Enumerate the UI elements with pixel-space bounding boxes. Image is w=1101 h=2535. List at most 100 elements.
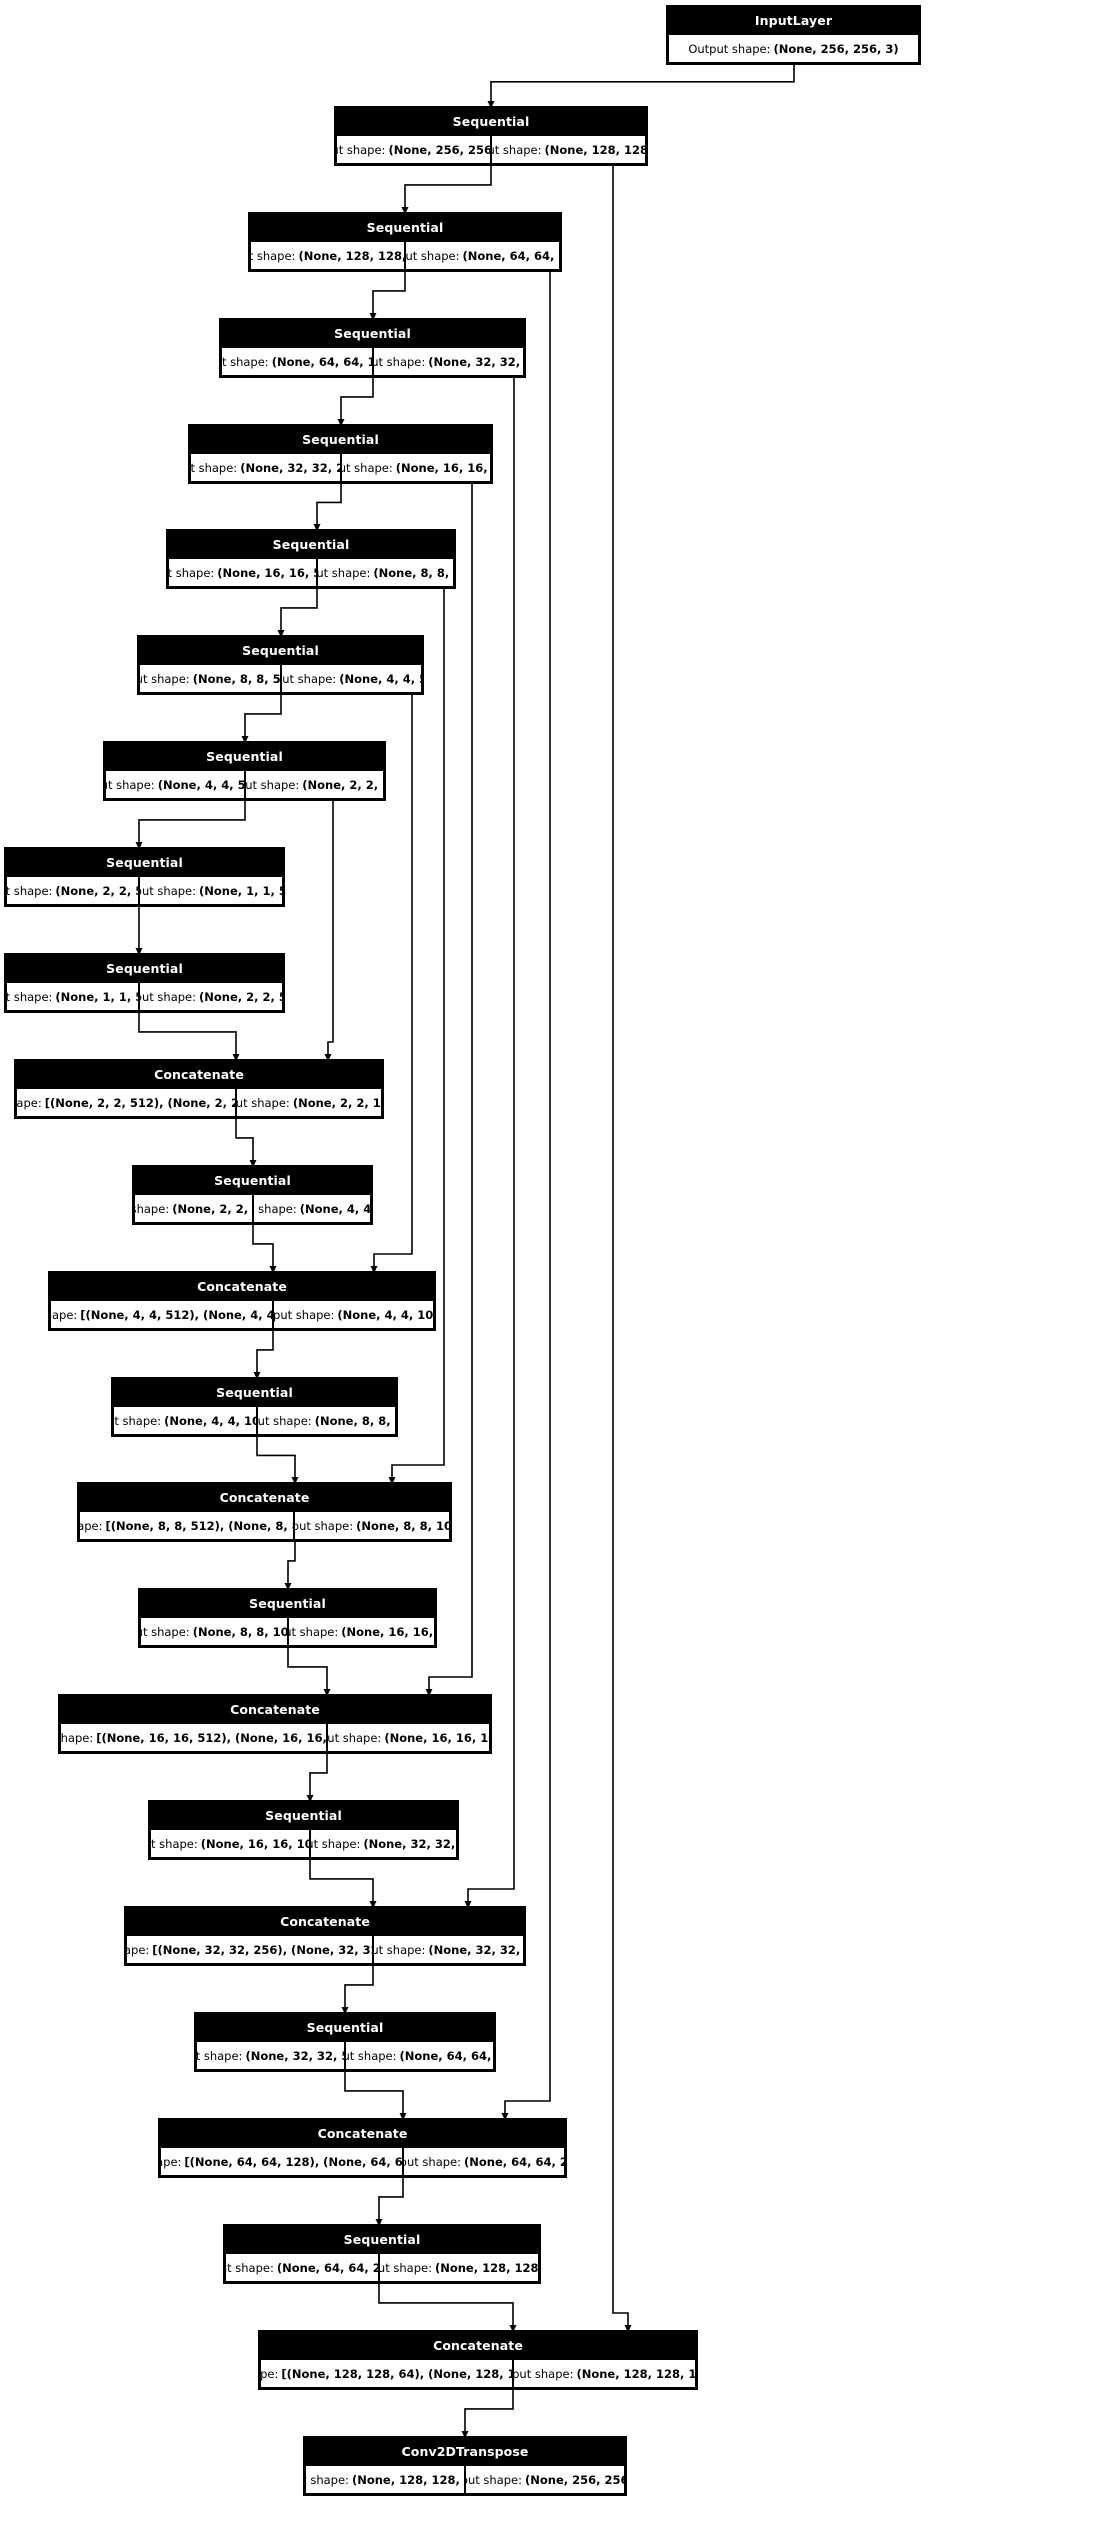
node-conv2dtranspose[interactable]: Conv2DTransposeInput shape:(None, 128, 1…	[303, 2436, 627, 2496]
input-shape-value: (None, 128, 128, 128)	[351, 2472, 464, 2487]
input-shape-value: (None, 32, 32, 512)	[245, 2048, 344, 2063]
input-shape-value: (None, 64, 64, 256)	[276, 2260, 378, 2275]
output-shape-value: (None, 4, 4, 512)	[299, 1201, 371, 1216]
input-shape-label: Input shape:	[221, 354, 269, 369]
edge	[344, 2072, 407, 2121]
input-shape-label: Input shape:	[337, 142, 386, 157]
node-title: InputLayer	[668, 7, 919, 34]
output-shape-cell: Output shape:(None, 64, 64, 128)	[405, 241, 560, 270]
node-sequential[interactable]: SequentialInput shape:(None, 8, 8, 512)O…	[137, 635, 424, 695]
output-shape-cell: Output shape:(None, 256, 256, 3)	[668, 34, 919, 63]
edge	[341, 1966, 374, 2015]
input-shape-label: Input shape:	[196, 2048, 243, 2063]
input-shape-cell: Input shape:(None, 64, 64, 256)	[225, 2253, 379, 2282]
node-shapes: Input shape:[(None, 16, 16, 512), (None,…	[60, 1723, 490, 1752]
output-shape-label: Output shape:	[295, 1518, 354, 1533]
node-sequential[interactable]: SequentialInput shape:(None, 2, 2, 512)O…	[4, 847, 285, 907]
input-shape-cell: Input shape:(None, 4, 4, 512)	[105, 770, 245, 799]
input-shape-cell: Input shape:(None, 128, 128, 128)	[305, 2465, 465, 2494]
input-shape-cell: Input shape:[(None, 4, 4, 512), (None, 4…	[50, 1300, 273, 1329]
node-title: Sequential	[113, 1379, 396, 1406]
node-sequential[interactable]: SequentialInput shape:(None, 64, 64, 128…	[219, 318, 526, 378]
node-sequential[interactable]: SequentialInput shape:(None, 64, 64, 256…	[223, 2224, 541, 2284]
input-shape-label: Input shape:	[134, 1201, 170, 1216]
output-shape-value: (None, 8, 8, 1024)	[356, 1518, 449, 1533]
node-sequential[interactable]: SequentialInput shape:(None, 256, 256, 3…	[334, 106, 648, 166]
node-sequential[interactable]: SequentialInput shape:(None, 8, 8, 1024)…	[138, 1588, 437, 1648]
node-title: Sequential	[225, 2226, 539, 2253]
output-shape-value: (None, 4, 4, 512)	[339, 671, 421, 686]
node-shapes: Input shape:(None, 16, 16, 512)Output sh…	[168, 558, 454, 587]
node-concatenate[interactable]: ConcatenateInput shape:[(None, 16, 16, 5…	[58, 1694, 492, 1754]
input-shape-cell: Input shape:[(None, 8, 8, 512), (None, 8…	[79, 1511, 295, 1540]
edge	[369, 272, 406, 321]
edge	[287, 1648, 331, 1697]
output-shape-value: (None, 256, 256, 3)	[525, 2472, 624, 2487]
output-shape-value: (None, 2, 2, 512)	[302, 777, 383, 792]
node-sequential[interactable]: SequentialInput shape:(None, 32, 32, 512…	[194, 2012, 496, 2072]
output-shape-label: Output shape:	[512, 2366, 574, 2381]
edge	[309, 1860, 377, 1909]
node-concatenate[interactable]: ConcatenateInput shape:[(None, 32, 32, 2…	[124, 1906, 526, 1966]
input-shape-value: (None, 4, 4, 1024)	[164, 1413, 256, 1428]
node-title: Sequential	[221, 320, 524, 347]
input-shape-cell: Input shape:(None, 64, 64, 128)	[221, 347, 373, 376]
input-shape-cell: Input shape:(None, 8, 8, 1024)	[140, 1617, 288, 1646]
node-shapes: Input shape:(None, 4, 4, 512)Output shap…	[105, 770, 384, 799]
input-shape-label: Input shape:	[151, 1836, 198, 1851]
input-shape-cell: Input shape:[(None, 2, 2, 512), (None, 2…	[16, 1088, 236, 1117]
input-shape-label: Input shape:	[80, 1518, 103, 1533]
output-shape-value: (None, 32, 32, 512)	[428, 1942, 523, 1957]
output-shape-value: (None, 16, 16, 512)	[341, 1624, 434, 1639]
node-concatenate[interactable]: ConcatenateInput shape:[(None, 4, 4, 512…	[48, 1271, 436, 1331]
node-sequential[interactable]: SequentialInput shape:(None, 1, 1, 512)O…	[4, 953, 285, 1013]
node-shapes: Input shape:(None, 1, 1, 512)Output shap…	[6, 982, 283, 1011]
output-shape-value: (None, 2, 2, 1024)	[292, 1095, 381, 1110]
node-title: Sequential	[168, 531, 454, 558]
input-shape-value: [(None, 8, 8, 512), (None, 8, 8, 512)]	[105, 1518, 294, 1533]
output-shape-value: (None, 16, 16, 512)	[395, 460, 490, 475]
input-shape-label: Input shape:	[306, 2472, 349, 2487]
output-shape-value: (None, 128, 128, 64)	[434, 2260, 539, 2275]
output-shape-label: Output shape:	[466, 2472, 523, 2487]
node-concatenate[interactable]: ConcatenateInput shape:[(None, 64, 64, 1…	[158, 2118, 567, 2178]
node-title: Sequential	[150, 1802, 457, 1829]
edge	[337, 378, 374, 427]
input-shape-cell: Input shape:(None, 16, 16, 1024)	[150, 1829, 310, 1858]
node-title: Sequential	[196, 2014, 494, 2041]
input-shape-label: Input shape:	[226, 2260, 274, 2275]
edge	[235, 1119, 257, 1168]
edge	[375, 2178, 404, 2227]
input-shape-cell: Input shape:(None, 32, 32, 256)	[190, 453, 341, 482]
node-sequential[interactable]: SequentialInput shape:(None, 16, 16, 512…	[166, 529, 456, 589]
output-shape-label: Output shape:	[404, 2154, 462, 2169]
input-shape-label: Input shape:	[141, 1624, 190, 1639]
output-shape-label: Output shape:	[245, 777, 300, 792]
output-shape-label: Output shape:	[311, 1836, 361, 1851]
output-shape-value: (None, 256, 256, 3)	[773, 41, 899, 56]
output-shape-label: Output shape:	[253, 1201, 297, 1216]
node-sequential[interactable]: SequentialInput shape:(None, 4, 4, 512)O…	[103, 741, 386, 801]
output-shape-label: Output shape:	[281, 671, 337, 686]
node-sequential[interactable]: SequentialInput shape:(None, 4, 4, 1024)…	[111, 1377, 398, 1437]
node-sequential[interactable]: SequentialInput shape:(None, 2, 2, 1024)…	[132, 1165, 373, 1225]
input-shape-label: Input shape:	[6, 989, 53, 1004]
node-sequential[interactable]: SequentialInput shape:(None, 128, 128, 6…	[248, 212, 562, 272]
node-shapes: Input shape:[(None, 8, 8, 512), (None, 8…	[79, 1511, 450, 1540]
node-shapes: Input shape:[(None, 4, 4, 512), (None, 4…	[50, 1300, 434, 1329]
node-sequential[interactable]: SequentialInput shape:(None, 32, 32, 256…	[188, 424, 493, 484]
node-concatenate[interactable]: ConcatenateInput shape:[(None, 8, 8, 512…	[77, 1482, 452, 1542]
node-sequential[interactable]: SequentialInput shape:(None, 16, 16, 102…	[148, 1800, 459, 1860]
output-shape-cell: Output shape:(None, 2, 2, 512)	[244, 770, 384, 799]
input-shape-value: (None, 2, 2, 512)	[55, 883, 138, 898]
input-shape-value: (None, 128, 128, 64)	[298, 248, 405, 263]
input-shape-value: (None, 256, 256, 3)	[388, 142, 490, 157]
output-shape-value: (None, 32, 32, 256)	[363, 1836, 456, 1851]
edge	[241, 695, 282, 744]
node-concatenate[interactable]: ConcatenateInput shape:[(None, 128, 128,…	[258, 2330, 698, 2390]
node-concatenate[interactable]: ConcatenateInput shape:[(None, 2, 2, 512…	[14, 1059, 384, 1119]
output-shape-value: (None, 2, 2, 512)	[199, 989, 282, 1004]
